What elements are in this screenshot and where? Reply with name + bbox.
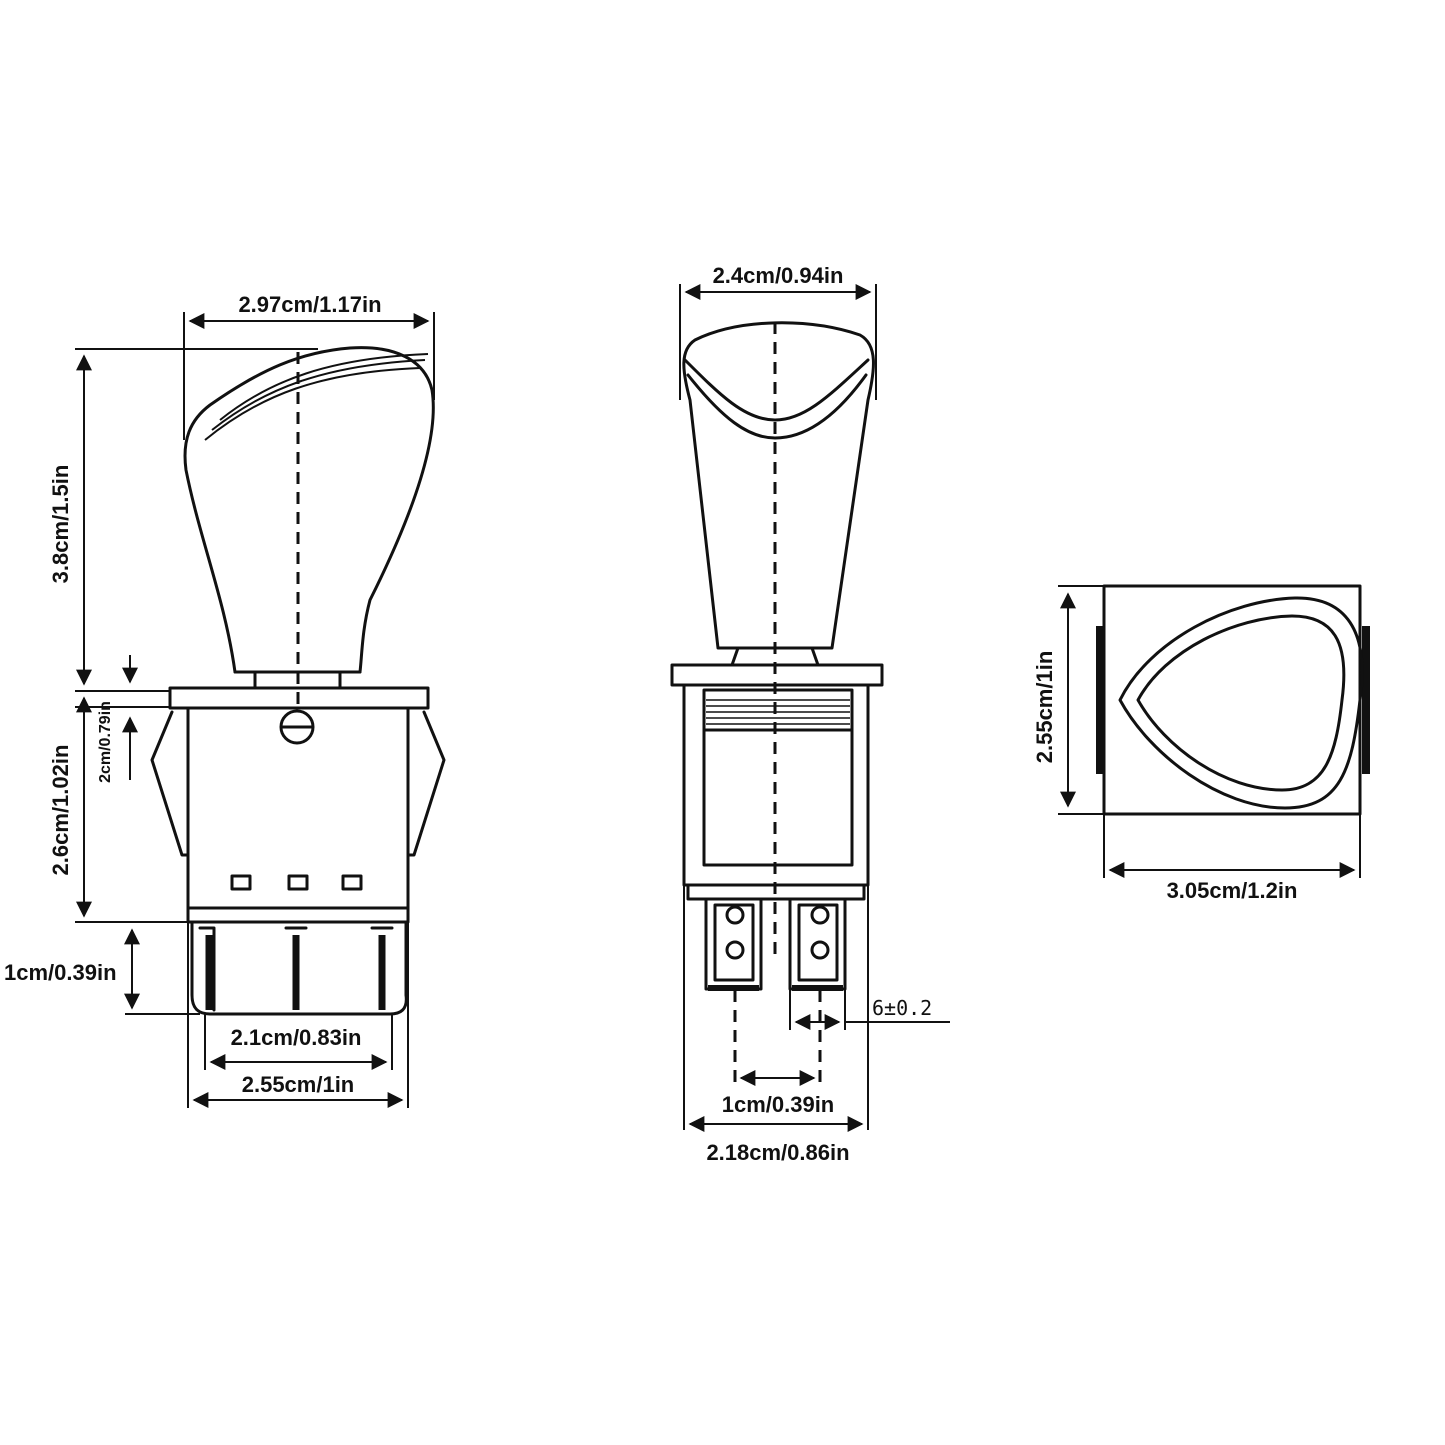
top-right-tab <box>1362 626 1370 774</box>
front-knob <box>183 346 435 674</box>
top-knob-outer <box>1118 596 1364 810</box>
top-view: 2.55cm/1in 3.05cm/1.2in <box>1032 584 1370 903</box>
front-terminal-height-label: 1cm/0.39in <box>4 960 117 985</box>
front-terminals <box>198 926 394 1012</box>
side-terminal-pitch-label: 1cm/0.39in <box>722 1092 835 1117</box>
side-body-width-label: 2.18cm/0.86in <box>706 1140 849 1165</box>
top-height-label: 2.55cm/1in <box>1032 651 1057 764</box>
side-view: 2.4cm/0.94in 6±0.2 1cm/0.39in 2.18cm/0.8… <box>670 263 950 1165</box>
front-body-height-label: 2.6cm/1.02in <box>48 745 73 876</box>
top-left-tab <box>1096 626 1104 774</box>
side-top-width-label: 2.4cm/0.94in <box>713 263 844 288</box>
front-knob-height-label: 3.8cm/1.5in <box>48 465 73 584</box>
side-terminals <box>704 897 847 991</box>
side-knob <box>682 321 875 650</box>
front-right-clip <box>406 710 446 857</box>
side-terminal-width-label: 6±0.2 <box>872 996 932 1020</box>
front-view: 2.97cm/1.17in 3.8cm/1.5in 2cm/0.79in 2.6… <box>4 292 446 1108</box>
front-body-width-label: 2.55cm/1in <box>242 1072 355 1097</box>
front-plate-gap-label: 2cm/0.79in <box>97 701 114 783</box>
front-pivot <box>279 709 315 745</box>
front-terminal-span-label: 2.1cm/0.83in <box>231 1025 362 1050</box>
front-terminal-block <box>190 920 408 1016</box>
top-width-label: 3.05cm/1.2in <box>1167 878 1298 903</box>
top-knob-inner <box>1136 614 1346 792</box>
front-left-clip <box>150 710 190 857</box>
side-plate <box>670 663 884 687</box>
front-body <box>186 706 410 910</box>
front-top-width-label: 2.97cm/1.17in <box>238 292 381 317</box>
